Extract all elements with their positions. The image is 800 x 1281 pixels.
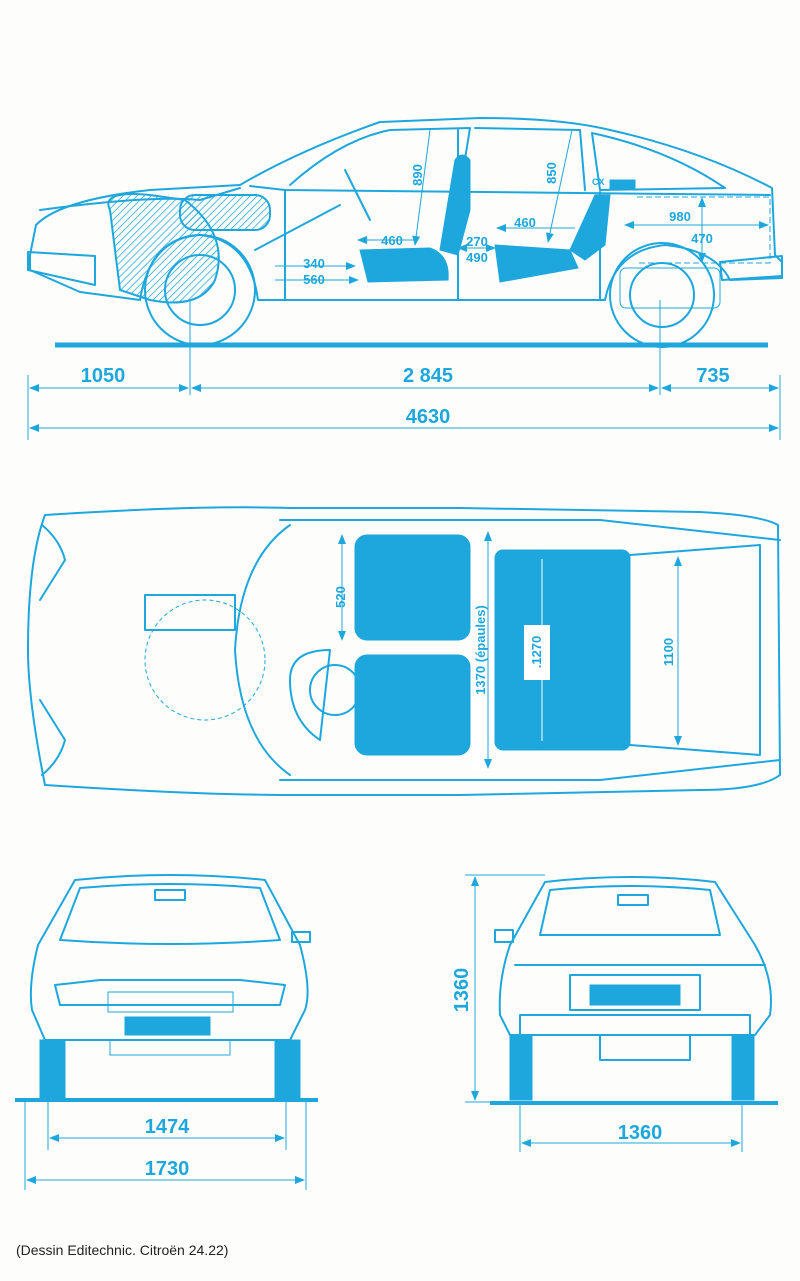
dim-front-seat-width: 520	[333, 586, 348, 608]
dim-front-headroom: 890	[410, 164, 425, 186]
front-seat-right	[354, 534, 471, 641]
dim-boot-width: 1100	[661, 638, 676, 666]
rear-wheel-left	[509, 1034, 533, 1101]
dim-rear-overhang: 735	[696, 365, 729, 387]
fuel-tank	[619, 267, 721, 309]
dim-shoulder-width: 1370 (épaules)	[473, 605, 488, 695]
drawing-caption: (Dessin Editechnic. Citroën 24.22)	[16, 1242, 229, 1258]
front-view: 1474 1730	[15, 874, 318, 1190]
dim-rear-track: 1360	[618, 1122, 663, 1144]
front-body-outline	[29, 874, 309, 1041]
dim-rear-seat-depth: 460	[514, 215, 536, 230]
rear-seat	[494, 194, 611, 283]
side-view: 890 850 460 460 270 490 340 560 980 470 …	[27, 117, 783, 440]
dim-boot-length: 980	[669, 209, 691, 224]
mirror-interior	[154, 889, 186, 901]
front-wheel-right	[274, 1039, 301, 1099]
side-mirror	[291, 931, 311, 943]
dim-front-overhang: 1050	[81, 365, 126, 387]
dim-height: 1360	[451, 968, 473, 1013]
dim-front-seat-depth: 460	[381, 233, 403, 248]
dim-knee-min: 270	[466, 234, 488, 249]
steering-column	[254, 204, 341, 251]
rear-plate	[589, 984, 681, 1006]
dim-front-track: 1474	[145, 1116, 190, 1138]
dim-rear-bench-width: .1270	[529, 636, 544, 669]
top-body-outline	[27, 506, 781, 796]
side-mirror-rear	[494, 929, 514, 943]
rear-body-outline	[498, 876, 772, 1036]
rear-wheel-right	[731, 1034, 755, 1101]
rear-parcel-speaker	[609, 179, 636, 191]
dim-boot-height: 470	[691, 231, 713, 246]
side-body-outline	[29, 117, 783, 301]
front-bumper	[27, 251, 96, 286]
dim-wheelbase: 2 845	[403, 365, 453, 387]
dim-overall-width: 1730	[145, 1158, 190, 1180]
dim-rear-headroom: 850	[544, 162, 559, 184]
rear-bench	[494, 549, 631, 751]
dim-pedal-max: 560	[303, 272, 325, 287]
front-wheel-left	[39, 1039, 66, 1099]
bonnet-vent	[144, 594, 236, 631]
windscreen	[59, 883, 281, 945]
steering-wheel	[309, 664, 361, 716]
radiator	[179, 194, 271, 231]
cx-badge: CX	[592, 177, 605, 187]
rear-wheel	[609, 242, 715, 348]
rear-view: 1360 1360	[451, 874, 778, 1152]
dim-knee-max: 490	[466, 250, 488, 265]
rear-bumper	[719, 255, 783, 281]
front-plate	[124, 1016, 211, 1036]
side-window-line	[249, 185, 771, 196]
top-view: 520 1370 (épaules) .1270 1100	[27, 506, 781, 796]
front-seat	[359, 154, 471, 283]
dim-pedal-min: 340	[303, 256, 325, 271]
front-seat-left	[354, 654, 471, 756]
dim-overall-length: 4630	[406, 406, 451, 428]
rear-window	[539, 885, 721, 936]
